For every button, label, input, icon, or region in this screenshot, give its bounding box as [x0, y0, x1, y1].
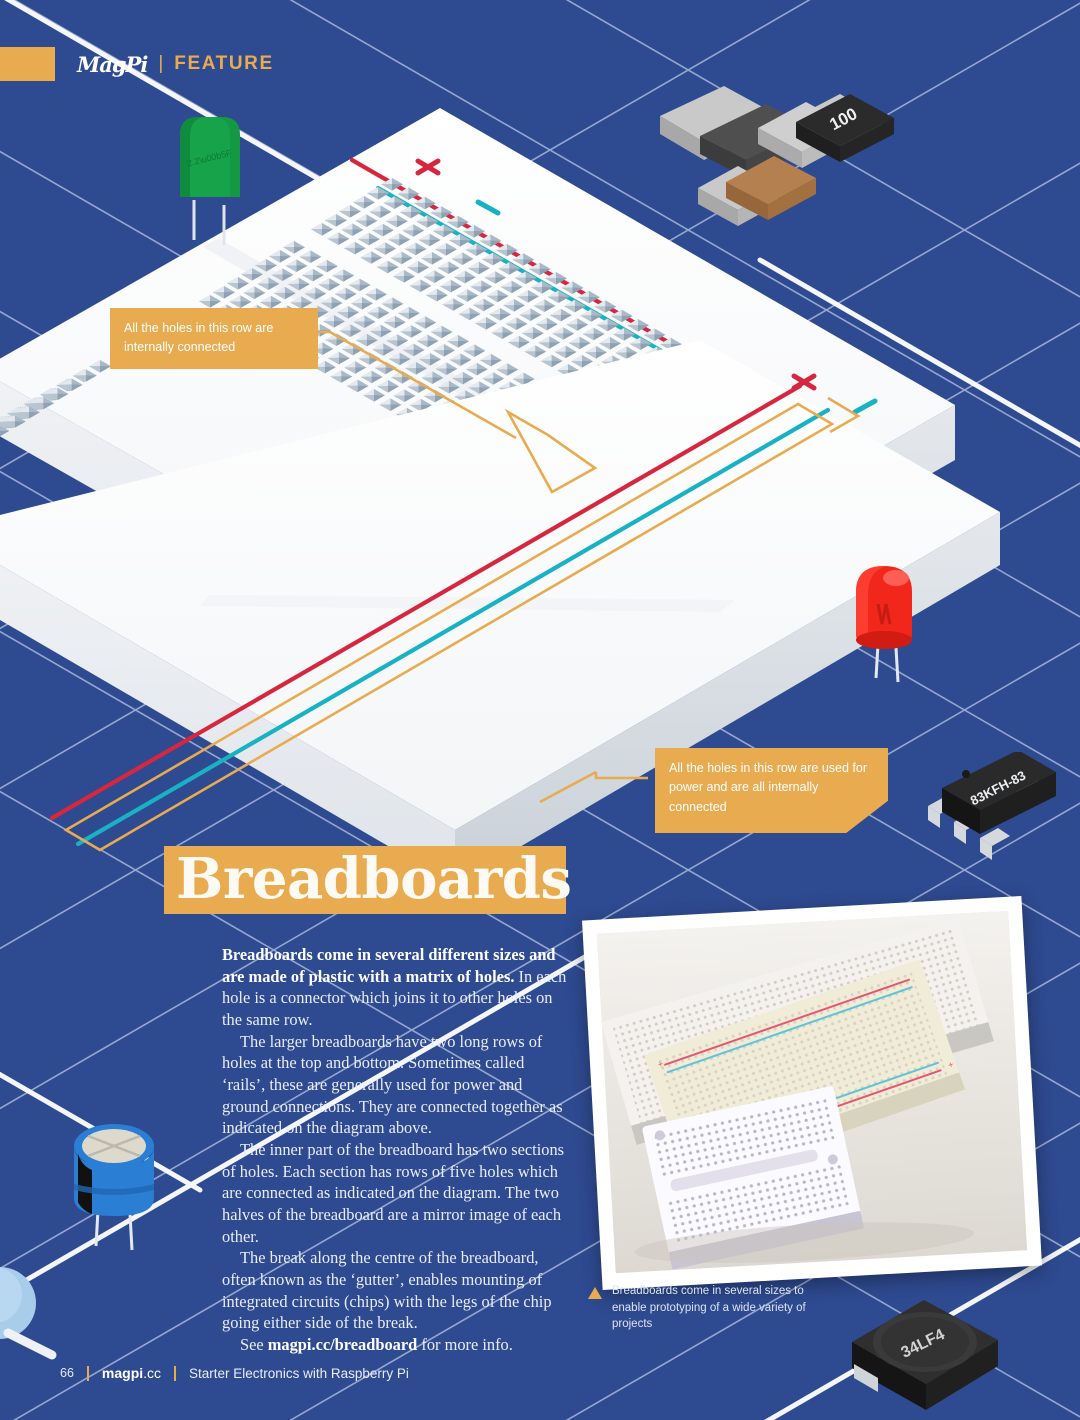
svg-text:+: +	[656, 1059, 664, 1070]
footer-site[interactable]: magpi.cc	[102, 1365, 161, 1381]
footer-divider-1	[86, 1365, 89, 1381]
footer-divider-2	[174, 1365, 177, 1381]
paragraph-3: The inner part of the breadboard has two…	[222, 1139, 565, 1246]
photo-caption-text: Breadboards come in several sizes to ena…	[612, 1285, 806, 1331]
page-number: 66	[60, 1366, 74, 1380]
breadboard-photo-frame: + +	[582, 896, 1042, 1290]
rail-marker-positive	[415, 158, 441, 176]
photo-caption: Breadboards come in several sizes to ena…	[588, 1283, 838, 1333]
header-accent-tab	[0, 47, 55, 81]
paragraph-lead: Breadboards come in several different si…	[222, 944, 570, 1031]
lead-rest: In each hole is a connector which joins …	[222, 966, 567, 1029]
lead-sentence: Breadboards come in several different si…	[222, 945, 556, 986]
page-title: Breadboards	[176, 846, 572, 912]
paragraph-see-more: See magpi.cc/breadboard for more info.	[222, 1334, 570, 1356]
title-banner	[164, 846, 566, 914]
breadboard-photo-illustration: + +	[596, 910, 1028, 1274]
paragraph-2: The larger breadboards have two long row…	[222, 1031, 563, 1138]
magpi-logo: MagPi	[77, 51, 148, 77]
callout-power-row: All the holes in this row are used for p…	[655, 748, 888, 834]
sot23-transistor-component: 83KFH-83	[928, 752, 1056, 860]
footer-site-bold: magpi	[101, 1365, 144, 1381]
rail-marker-positive-front	[791, 373, 817, 391]
callout-row-connected-text: All the holes in this row are internally…	[124, 321, 274, 355]
breadboard-photo: + +	[596, 910, 1028, 1274]
callout-row-connected: All the holes in this row are internally…	[110, 308, 318, 369]
page-header: MagPi | FEATURE	[0, 47, 274, 81]
see-prefix: See	[240, 1334, 268, 1354]
rail-marker-negative-front	[852, 398, 878, 415]
see-suffix: for more info.	[417, 1334, 513, 1354]
paragraph-4: The break along the centre of the breadb…	[222, 1248, 552, 1333]
rail-marker-negative	[475, 199, 501, 216]
smd-resistor-group: 100	[660, 86, 894, 226]
breadboard-link[interactable]: magpi.cc/breadboard	[267, 1334, 418, 1354]
led-component	[856, 566, 912, 683]
callout-power-row-text: All the holes in this row are used for p…	[669, 761, 868, 814]
ceramic-capacitor-component	[0, 1267, 57, 1360]
electrolytic-capacitor-component	[74, 1124, 154, 1251]
header-separator: |	[158, 53, 164, 74]
header-section-label: FEATURE	[174, 53, 274, 74]
page-footer: 66 magpi.cc Starter Electronics with Ras…	[60, 1365, 409, 1381]
article-body: Breadboards come in several different si…	[222, 944, 570, 1355]
svg-text:+: +	[947, 1059, 955, 1070]
footer-book-title: Starter Electronics with Raspberry Pi	[189, 1365, 409, 1381]
breadboard-isometric-diagram	[0, 108, 1000, 885]
power-inductor-component: 34LF4	[852, 1300, 998, 1410]
footer-site-tld: .cc	[143, 1365, 162, 1381]
film-capacitor-component: 2.2\u00b5F	[180, 117, 240, 245]
triangle-up-icon	[588, 1287, 602, 1299]
